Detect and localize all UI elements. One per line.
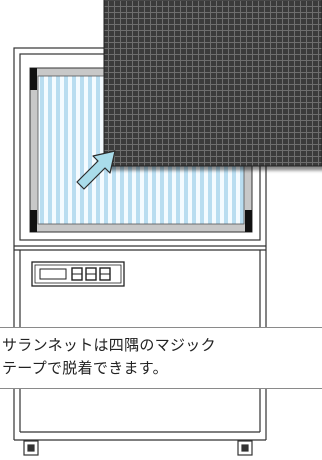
saran-net-closeup-icon	[103, 0, 322, 167]
caster-right-hub	[241, 444, 249, 452]
caption-line-2: テープで脱着できます。	[2, 359, 168, 377]
corner-tab-bottom-left	[30, 210, 37, 232]
display-slot	[39, 268, 67, 280]
caption-box: サランネットは四隅のマジック テープで脱着できます。	[0, 327, 322, 389]
control-panel	[31, 261, 125, 287]
cabinet-base	[13, 389, 267, 456]
control-panel-inner	[34, 264, 122, 284]
caster-left-hub	[27, 444, 35, 452]
corner-tab-bottom-right	[245, 210, 252, 232]
caption-line-1: サランネットは四隅のマジック	[2, 336, 216, 354]
mesh-closeup	[103, 0, 322, 167]
up-right-arrow-icon	[76, 150, 116, 190]
corner-tab-top-left	[30, 68, 37, 90]
